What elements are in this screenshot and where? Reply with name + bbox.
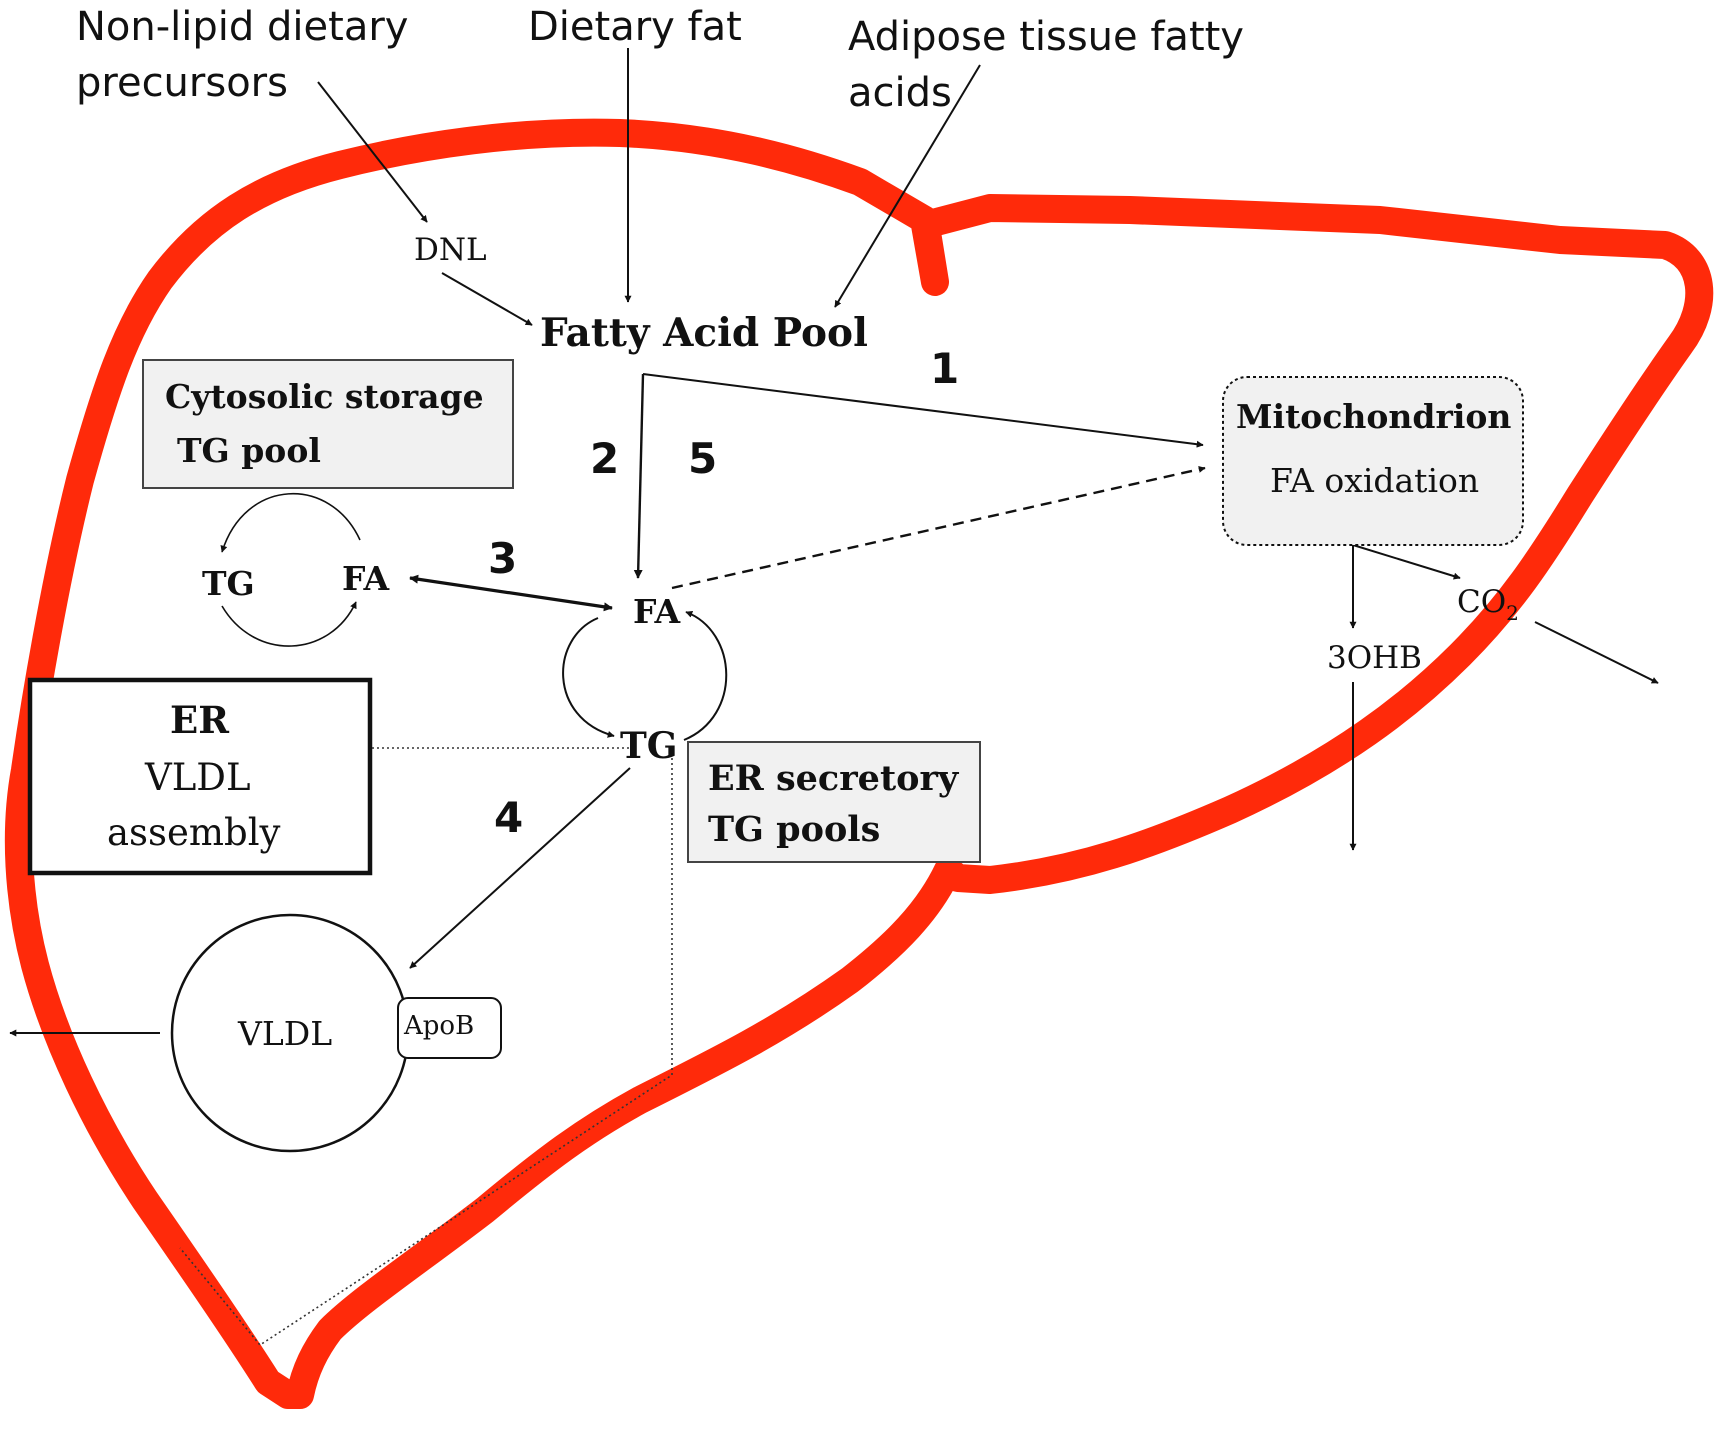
dnl-label: DNL — [414, 232, 487, 268]
dietary-fat-label: Dietary fat — [528, 4, 742, 50]
er-secretory-box — [687, 741, 981, 863]
apob-label: ApoB — [403, 1011, 474, 1041]
liver-outline — [4, 118, 1714, 1409]
arrow-pathway-1 — [642, 373, 1204, 448]
cytosolic-storage-label-line1: Cytosolic storage — [165, 377, 484, 416]
fatty-acid-pool-label: Fatty Acid Pool — [540, 310, 868, 356]
pathway-number-1: 1 — [930, 344, 959, 393]
non-lipid-label-line2: precursors — [76, 60, 288, 106]
arrow-pathway-2 — [633, 373, 645, 579]
arrow-cyto-tg-to-fa — [221, 601, 357, 647]
arrow-pathway-3 — [409, 574, 613, 612]
adipose-label-line1: Adipose tissue fatty — [848, 14, 1244, 60]
central-fa-label: FA — [633, 592, 680, 631]
arrow-central-fa-to-tg — [562, 617, 615, 738]
co2-label: CO2 — [1457, 584, 1519, 625]
er-assembly-label: assembly — [107, 811, 281, 854]
cytosolic-storage-label-line2: TG pool — [177, 431, 321, 470]
er-title: ER — [170, 698, 229, 742]
central-tg-label: TG — [620, 725, 678, 767]
er-vldl-label: VLDL — [144, 756, 251, 799]
arrow-co2-export — [1534, 621, 1659, 684]
pathway-number-2: 2 — [590, 434, 619, 483]
arrow-mito-to-co2 — [1352, 544, 1461, 580]
fa-oxidation-label: FA oxidation — [1270, 461, 1479, 500]
arrow-adipose-to-pool — [834, 64, 981, 308]
cyto-tg-label: TG — [202, 564, 255, 603]
arrow-dnl-to-pool — [441, 272, 533, 326]
arrow-cyto-fa-to-tg — [220, 493, 361, 553]
pathway-number-3: 3 — [488, 534, 517, 583]
er-secretory-label-line1: ER secretory — [708, 758, 960, 799]
co2-main: CO — [1457, 584, 1506, 620]
adipose-label-line2: acids — [848, 70, 952, 116]
arrow-pathway-5-dashed — [671, 465, 1206, 590]
vldl-label: VLDL — [237, 1014, 332, 1053]
pathway-number-5: 5 — [688, 434, 717, 483]
arrow-pathway-4 — [409, 767, 631, 969]
co2-subscript: 2 — [1506, 601, 1519, 625]
cyto-fa-label: FA — [342, 559, 389, 598]
pathway-number-4: 4 — [494, 793, 523, 842]
apob-box — [397, 997, 502, 1059]
er-secretory-label-line2: TG pools — [708, 809, 880, 850]
er-dotted-connector — [179, 747, 673, 1347]
arrow-non-lipid-to-dnl — [317, 81, 428, 223]
arrow-central-tg-to-fa — [683, 611, 728, 741]
er-vldl-assembly-box — [27, 677, 373, 876]
cytosolic-storage-box — [142, 359, 514, 489]
mitochondrion-title: Mitochondrion — [1236, 397, 1511, 436]
3ohb-label: 3OHB — [1327, 640, 1422, 676]
non-lipid-label-line1: Non-lipid dietary — [76, 4, 408, 50]
mitochondrion-box — [1222, 376, 1524, 546]
